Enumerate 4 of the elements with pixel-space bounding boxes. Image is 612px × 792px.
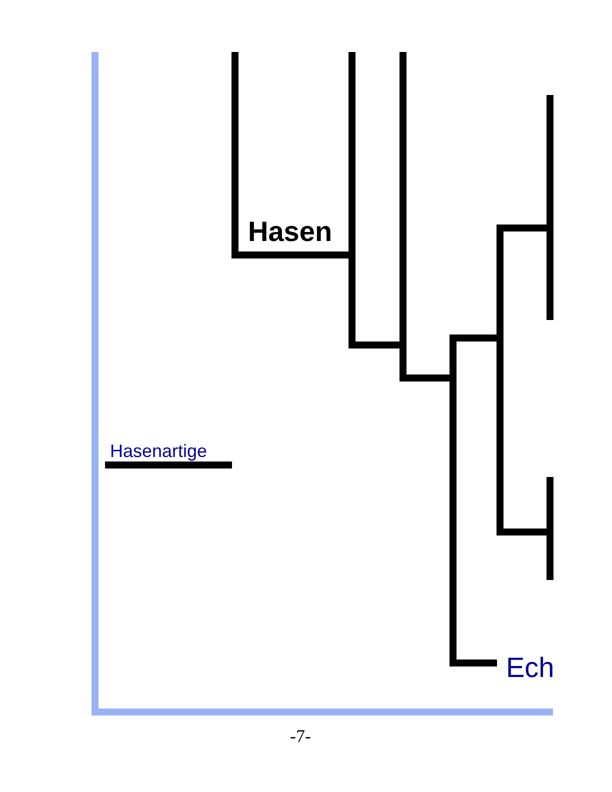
taxon-label: Hasen (248, 218, 332, 246)
taxon-label: Ech (506, 654, 554, 682)
page-number: -7- (290, 727, 311, 745)
taxon-label: Hasenartige (110, 442, 208, 460)
